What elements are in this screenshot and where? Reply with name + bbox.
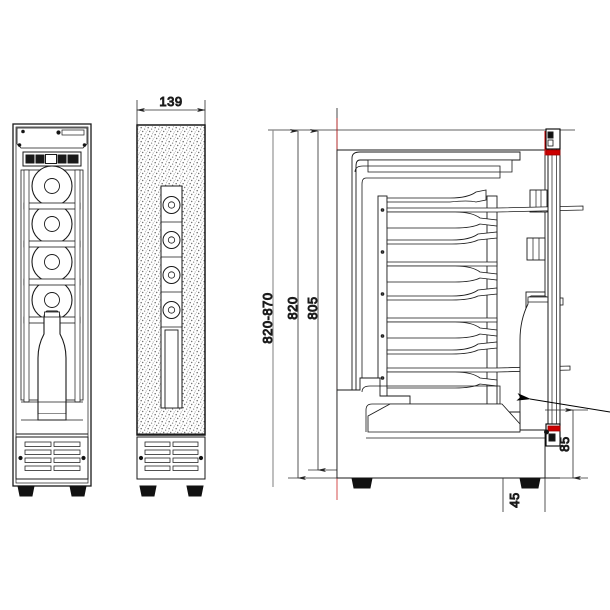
ventilation-grille-side	[136, 436, 206, 480]
dim-height-range-label: 820-870	[260, 292, 275, 343]
hinge-leader	[516, 393, 610, 413]
top-bezel	[16, 127, 88, 149]
feet-side	[139, 485, 204, 497]
dim-depth	[136, 100, 206, 128]
dim-plinth-85-label: 85	[557, 436, 572, 451]
bottom-door-hinge	[544, 423, 561, 447]
dim-plinth-85	[545, 408, 588, 480]
control-panel[interactable]	[22, 151, 82, 167]
door-assembly	[547, 131, 561, 445]
bottle-channel	[160, 185, 183, 409]
front-view	[12, 123, 92, 497]
dim-height-805-label: 805	[305, 296, 320, 319]
feet-front	[17, 485, 87, 497]
side-section-view: 139	[136, 94, 206, 497]
dim-foot-45	[502, 478, 546, 512]
standing-bottle-front	[37, 310, 67, 421]
dim-height-820-label: 820	[285, 296, 300, 319]
dim-foot-45-label: 45	[507, 492, 522, 507]
ventilation-grille-front	[15, 436, 89, 480]
compressor-bay	[336, 377, 546, 479]
dim-depth-label: 139	[159, 94, 182, 109]
side-elevation-view: 820-870 820 805	[260, 108, 610, 512]
top-hinge	[544, 128, 561, 156]
